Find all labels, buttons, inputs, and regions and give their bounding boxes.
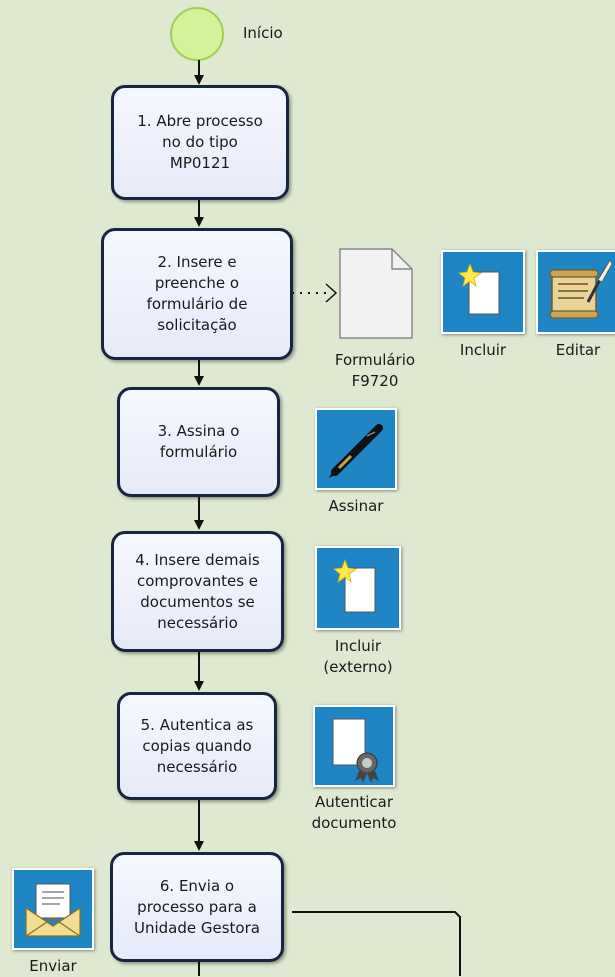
incluir-externo-button[interactable] bbox=[315, 546, 401, 630]
start-label: Início bbox=[243, 24, 283, 42]
step-5-text: 5. Autentica as copias quando necessário bbox=[140, 715, 254, 776]
incluir-button[interactable] bbox=[441, 250, 525, 334]
step-1-text: 1. Abre processo no do tipo MP0121 bbox=[137, 112, 263, 172]
artifact-label: Formulário F9720 bbox=[334, 351, 416, 390]
envelope-letter-icon bbox=[25, 883, 81, 937]
step-5-box[interactable]: 5. Autentica as copias quando necessário bbox=[117, 692, 277, 800]
artifact-document-icon bbox=[339, 248, 413, 339]
enviar-button[interactable] bbox=[12, 868, 94, 950]
new-document-icon bbox=[458, 262, 500, 315]
step-4-text: 4. Insere demais comprovantes e document… bbox=[135, 550, 260, 632]
new-document-icon bbox=[333, 558, 376, 613]
step-6-box[interactable]: 6. Envia o processo para a Unidade Gesto… bbox=[110, 852, 284, 962]
certificate-icon bbox=[332, 718, 379, 783]
autenticar-button[interactable] bbox=[313, 705, 395, 787]
enviar-label: Enviar bbox=[29, 957, 77, 975]
step-6-text: 6. Envia o processo para a Unidade Gesto… bbox=[134, 876, 260, 937]
editar-label: Editar bbox=[555, 341, 601, 359]
step-4-box[interactable]: 4. Insere demais comprovantes e document… bbox=[111, 531, 284, 652]
assinar-label: Assinar bbox=[328, 497, 384, 515]
step-2-box[interactable]: 2. Insere e preenche o formulário de sol… bbox=[101, 228, 293, 360]
edit-scroll-icon bbox=[549, 259, 613, 319]
step-3-box[interactable]: 3. Assina o formulário bbox=[117, 387, 280, 497]
pen-icon bbox=[329, 424, 383, 478]
step-1-box[interactable]: 1. Abre processo no do tipo MP0121 bbox=[111, 85, 289, 200]
start-event bbox=[170, 7, 224, 61]
incluir-externo-label: Incluir (externo) bbox=[323, 637, 393, 676]
association-arrowhead bbox=[325, 283, 338, 303]
incluir-label: Incluir bbox=[459, 341, 507, 359]
step-3-text: 3. Assina o formulário bbox=[157, 422, 240, 461]
assinar-button[interactable] bbox=[315, 408, 397, 490]
flow-6-right bbox=[292, 911, 461, 976]
autenticar-label: Autenticar documento bbox=[311, 793, 397, 832]
editar-button[interactable] bbox=[536, 250, 615, 334]
step-2-text: 2. Insere e preenche o formulário de sol… bbox=[146, 253, 248, 334]
